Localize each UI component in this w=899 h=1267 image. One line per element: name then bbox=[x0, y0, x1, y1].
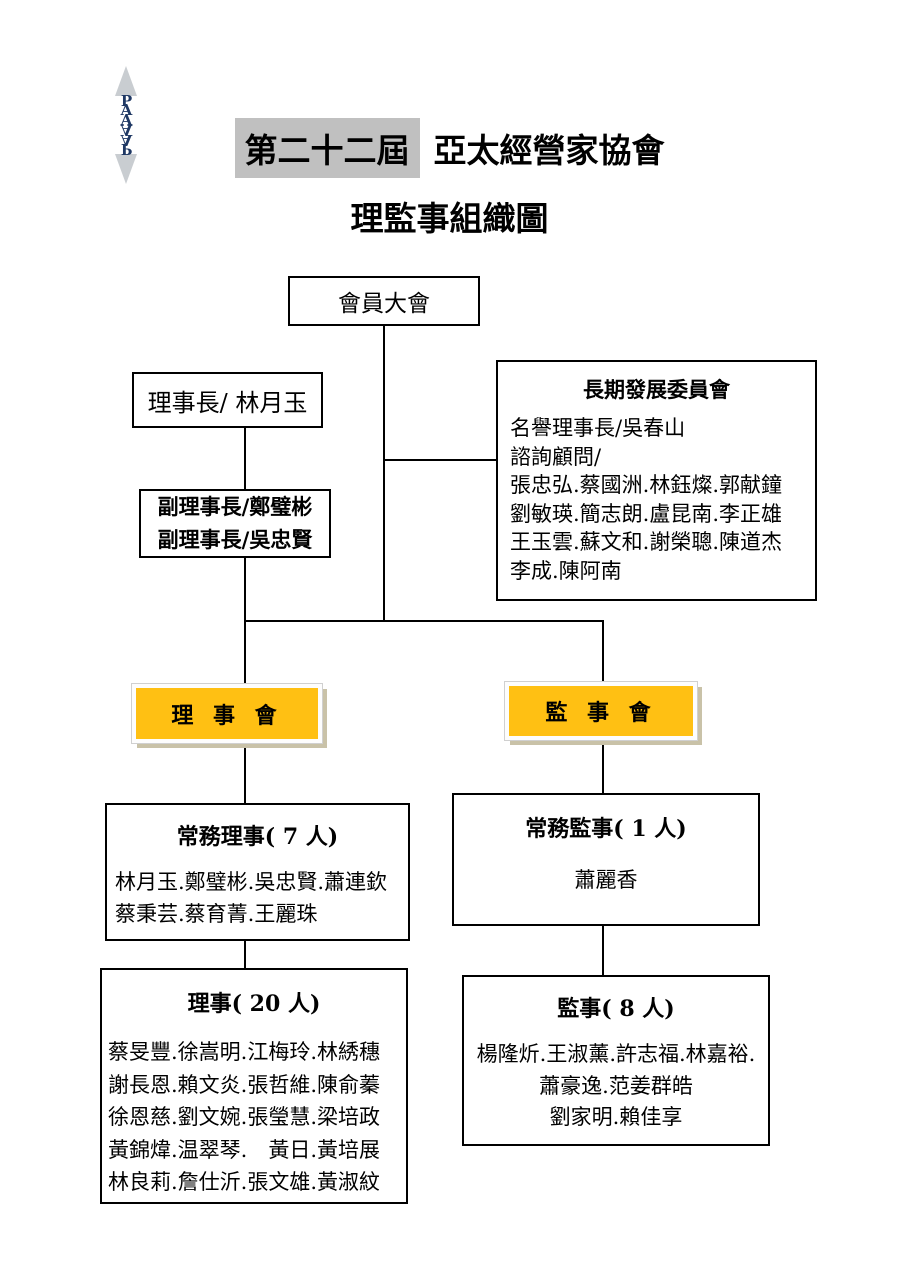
connector-to-committee bbox=[383, 459, 496, 461]
connector-main-horizontal bbox=[244, 620, 604, 622]
connector-standing-supervisors bbox=[602, 926, 604, 975]
node-board-of-directors: 理 事 會 bbox=[131, 683, 323, 744]
standing-supervisors-title: 常務監事( 1 人) bbox=[525, 816, 687, 842]
title-term-highlight: 第二十二屆 bbox=[234, 118, 420, 178]
vice-chairmen-labels: 副理事長/鄭璧彬 副理事長/吳忠賢 bbox=[157, 493, 313, 552]
connector-standing-directors bbox=[244, 941, 246, 968]
logo-up-triangle-icon bbox=[115, 66, 137, 96]
page-subtitle: 理監事組織圖 bbox=[350, 199, 549, 238]
connector-to-supervisory bbox=[602, 620, 604, 682]
title-association-name: 亞太經營家協會 bbox=[433, 131, 665, 170]
logo-down-triangle-icon bbox=[115, 153, 137, 184]
directors-title: 理事( 20 人) bbox=[187, 991, 321, 1017]
standing-directors-title: 常務理事( 7 人) bbox=[176, 824, 339, 850]
chairman-label: 理事長/ 林月玉 bbox=[147, 388, 308, 417]
node-vice-chairmen: 副理事長/鄭璧彬 副理事長/吳忠賢 bbox=[139, 489, 331, 558]
connector-board-standing bbox=[244, 743, 246, 803]
connector-trunk-vertical bbox=[383, 326, 385, 622]
committee-title: 長期發展委員會 bbox=[583, 377, 730, 402]
member-assembly-label: 會員大會 bbox=[338, 291, 430, 317]
connector-sup-standing bbox=[602, 740, 604, 793]
connector-chairman-vice bbox=[244, 428, 246, 489]
supervisory-label: 監 事 會 bbox=[545, 700, 657, 726]
committee-members: 名譽理事長/吳春山 諮詢顧問/ 張忠弘.蔡國洲.林鈺燦.郭献鐘 劉敏瑛.簡志朗.… bbox=[510, 416, 783, 583]
connector-vice-down bbox=[244, 558, 246, 622]
directors-members: 蔡旻豐.徐嵩明.江梅玲.林綉穗 謝長恩.賴文炎.張哲維.陳俞蓁 徐恩慈.劉文婉.… bbox=[108, 1040, 381, 1195]
connector-to-board bbox=[244, 620, 246, 684]
node-supervisors: 監事( 8 人) 楊隆炘.王淑薰.許志福.林嘉裕. 蕭豪逸.范姜群皓 劉家明.賴… bbox=[462, 975, 770, 1146]
node-board-of-supervisors: 監 事 會 bbox=[504, 681, 698, 741]
supervisors-title: 監事( 8 人) bbox=[557, 996, 675, 1022]
standing-directors-members: 林月玉.鄭璧彬.吳忠賢.蕭連欽 蔡秉芸.蔡育菁.王麗珠 bbox=[115, 870, 388, 926]
node-long-term-committee: 長期發展委員會 名譽理事長/吳春山 諮詢顧問/ 張忠弘.蔡國洲.林鈺燦.郭献鐘 … bbox=[496, 360, 817, 601]
supervisors-members: 楊隆炘.王淑薰.許志福.林嘉裕. 蕭豪逸.范姜群皓 劉家明.賴佳享 bbox=[476, 1042, 756, 1129]
standing-supervisors-members: 蕭麗香 bbox=[574, 868, 638, 892]
node-standing-directors: 常務理事( 7 人) 林月玉.鄭璧彬.吳忠賢.蕭連欽 蔡秉芸.蔡育菁.王麗珠 bbox=[105, 803, 410, 941]
node-chairman: 理事長/ 林月玉 bbox=[132, 372, 323, 428]
page-title: 第二十二屆 亞太經營家協會 bbox=[0, 118, 899, 178]
node-standing-supervisors: 常務監事( 1 人) 蕭麗香 bbox=[452, 793, 760, 926]
node-directors: 理事( 20 人) 蔡旻豐.徐嵩明.江梅玲.林綉穗 謝長恩.賴文炎.張哲維.陳俞… bbox=[100, 968, 408, 1204]
node-member-assembly: 會員大會 bbox=[288, 276, 480, 326]
board-label: 理 事 會 bbox=[171, 702, 283, 729]
